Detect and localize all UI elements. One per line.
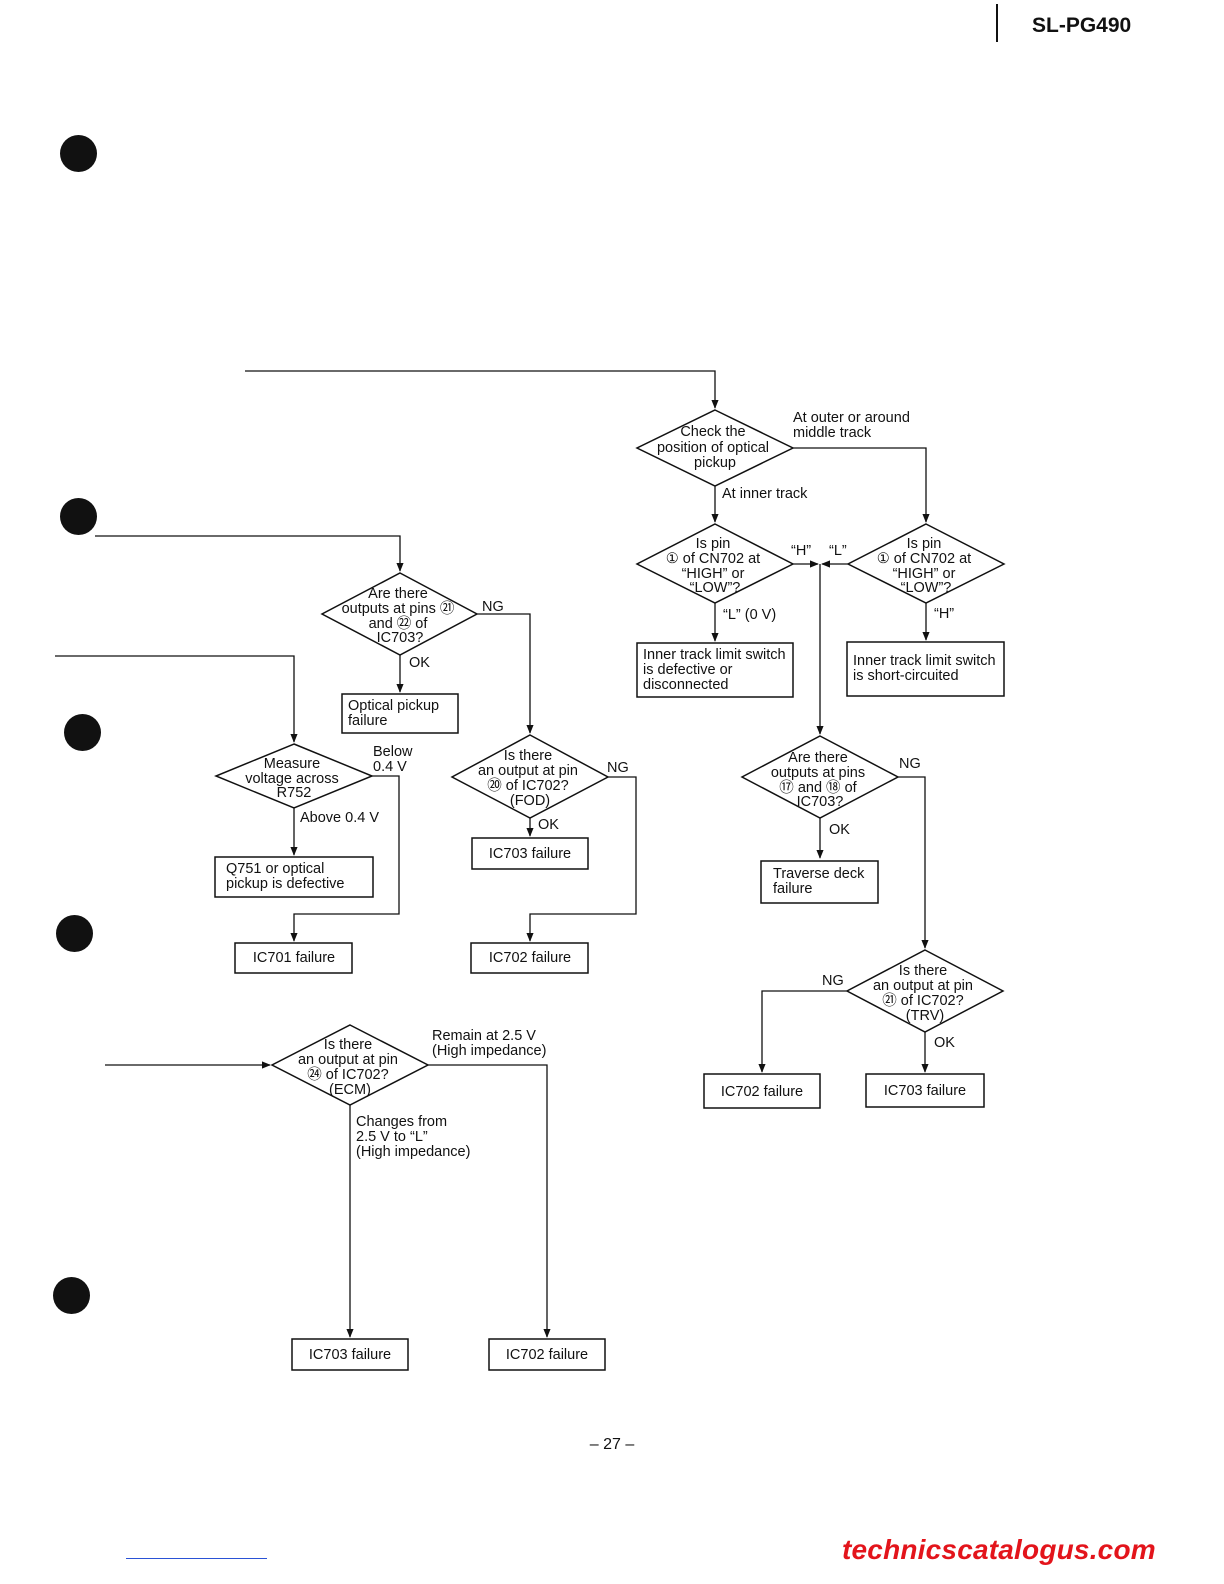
box-q751 xyxy=(214,856,374,898)
box-traverse-deck xyxy=(760,860,879,904)
page-number: – 27 – xyxy=(589,1436,635,1453)
box-ic702-ecm xyxy=(488,1338,606,1371)
label-h-right: “H” xyxy=(934,606,954,622)
label-ok-17: OK xyxy=(829,822,850,838)
footer-rule xyxy=(126,1558,267,1559)
box-ic703-fod-text: IC703 failure xyxy=(489,846,571,862)
label-ng-21-22: NG xyxy=(482,599,504,615)
connector-remain xyxy=(428,1064,551,1338)
label-outer-track: At outer or around middle track xyxy=(793,410,914,441)
connector-ng-fod xyxy=(526,776,637,942)
footer-watermark: technicscatalogus.com xyxy=(842,1534,1156,1565)
decision-ecm-text: Is there an output at pin ㉔ of IC702? (E… xyxy=(298,1037,402,1098)
label-above-04v: Above 0.4 V xyxy=(300,810,379,826)
connector-ng-21-22 xyxy=(477,613,534,734)
decision-measure-r752-text: Measure voltage across R752 xyxy=(245,756,343,801)
header-rule xyxy=(996,4,998,42)
punch-hole-4 xyxy=(56,915,93,952)
decision-trv-text: Is there an output at pin ㉑ of IC702? (T… xyxy=(873,963,977,1024)
connector-ng-trv xyxy=(758,990,847,1073)
connector-below xyxy=(290,775,400,942)
label-h-left: “H” xyxy=(791,543,811,559)
box-q751-text: Q751 or optical pickup is defective xyxy=(226,861,344,892)
box-ic701-text: IC701 failure xyxy=(253,950,335,966)
label-inner-track: At inner track xyxy=(722,486,808,502)
flowchart-a: Check the position of optical pickup At … xyxy=(245,370,1006,1109)
decision-pins-17-18-text: Are there outputs at pins ⑰ and ⑱ of IC7… xyxy=(771,750,869,810)
box-ic703-ecm xyxy=(291,1338,409,1371)
punch-hole-2 xyxy=(60,498,97,535)
punch-hole-1 xyxy=(60,135,97,172)
flowchart-c: Measure voltage across R752 Below 0.4 V … xyxy=(55,655,417,974)
box-ic703-trv-text: IC703 failure xyxy=(884,1083,966,1099)
box-inner-switch-short-text: Inner track limit switch is short-circui… xyxy=(853,653,1000,684)
model-title: SL-PG490 xyxy=(1032,14,1132,37)
box-inner-switch-short xyxy=(846,641,1005,697)
label-changes: Changes from 2.5 V to “L” (High impedanc… xyxy=(356,1114,470,1160)
decision-pins-21-22-text: Are there outputs at pins ㉑ and ㉒ of IC7… xyxy=(342,586,459,646)
label-ok-trv: OK xyxy=(934,1035,955,1051)
connector-b-entry xyxy=(95,535,404,572)
box-ic703-trv xyxy=(865,1073,985,1108)
box-ic702-fod-text: IC702 failure xyxy=(489,950,571,966)
decision-pin-right-text: Is pin ① of CN702 at “HIGH” or “LOW”? xyxy=(877,536,975,596)
box-optical-pickup xyxy=(341,693,459,734)
box-optical-pickup-text: Optical pickup failure xyxy=(348,698,443,729)
box-ic703-fod xyxy=(471,837,589,870)
label-ng-fod: NG xyxy=(607,760,629,776)
connector-ng-17 xyxy=(898,776,929,949)
box-ic702-trv-text: IC702 failure xyxy=(721,1084,803,1100)
box-inner-switch-defective-text: Inner track limit switch is defective or… xyxy=(643,647,790,693)
punch-hole-5 xyxy=(53,1277,90,1314)
box-ic702-fod xyxy=(470,942,589,974)
label-l-right: “L” xyxy=(829,543,847,559)
connector-a-entry xyxy=(245,370,719,409)
label-ng-trv: NG xyxy=(822,973,844,989)
box-ic702-ecm-text: IC702 failure xyxy=(506,1347,588,1363)
flowchart-d: Is there an output at pin ㉔ of IC702? (E… xyxy=(105,1024,606,1371)
connector-outer xyxy=(793,447,930,523)
label-ok-21-22: OK xyxy=(409,655,430,671)
decision-pin-left-text: Is pin ① of CN702 at “HIGH” or “LOW”? xyxy=(666,536,764,596)
connector-c-entry xyxy=(55,655,298,743)
decision-check-position-text: Check the position of optical pickup xyxy=(657,424,773,471)
box-traverse-deck-text: Traverse deck failure xyxy=(773,866,868,897)
flowchart-b: Are there outputs at pins ㉑ and ㉒ of IC7… xyxy=(95,535,637,974)
box-ic702-trv xyxy=(703,1073,821,1109)
box-inner-switch-defective xyxy=(636,642,794,698)
label-ng-17: NG xyxy=(899,756,921,772)
decision-fod-text: Is there an output at pin ⑳ of IC702? (F… xyxy=(478,748,582,809)
label-l0v: “L” (0 V) xyxy=(723,607,776,623)
label-below-04v: Below 0.4 V xyxy=(373,744,417,775)
punch-hole-3 xyxy=(64,714,101,751)
box-ic701 xyxy=(234,942,353,974)
label-remain-25v: Remain at 2.5 V (High impedance) xyxy=(432,1028,546,1059)
label-ok-fod: OK xyxy=(538,817,559,833)
box-ic703-ecm-text: IC703 failure xyxy=(309,1347,391,1363)
